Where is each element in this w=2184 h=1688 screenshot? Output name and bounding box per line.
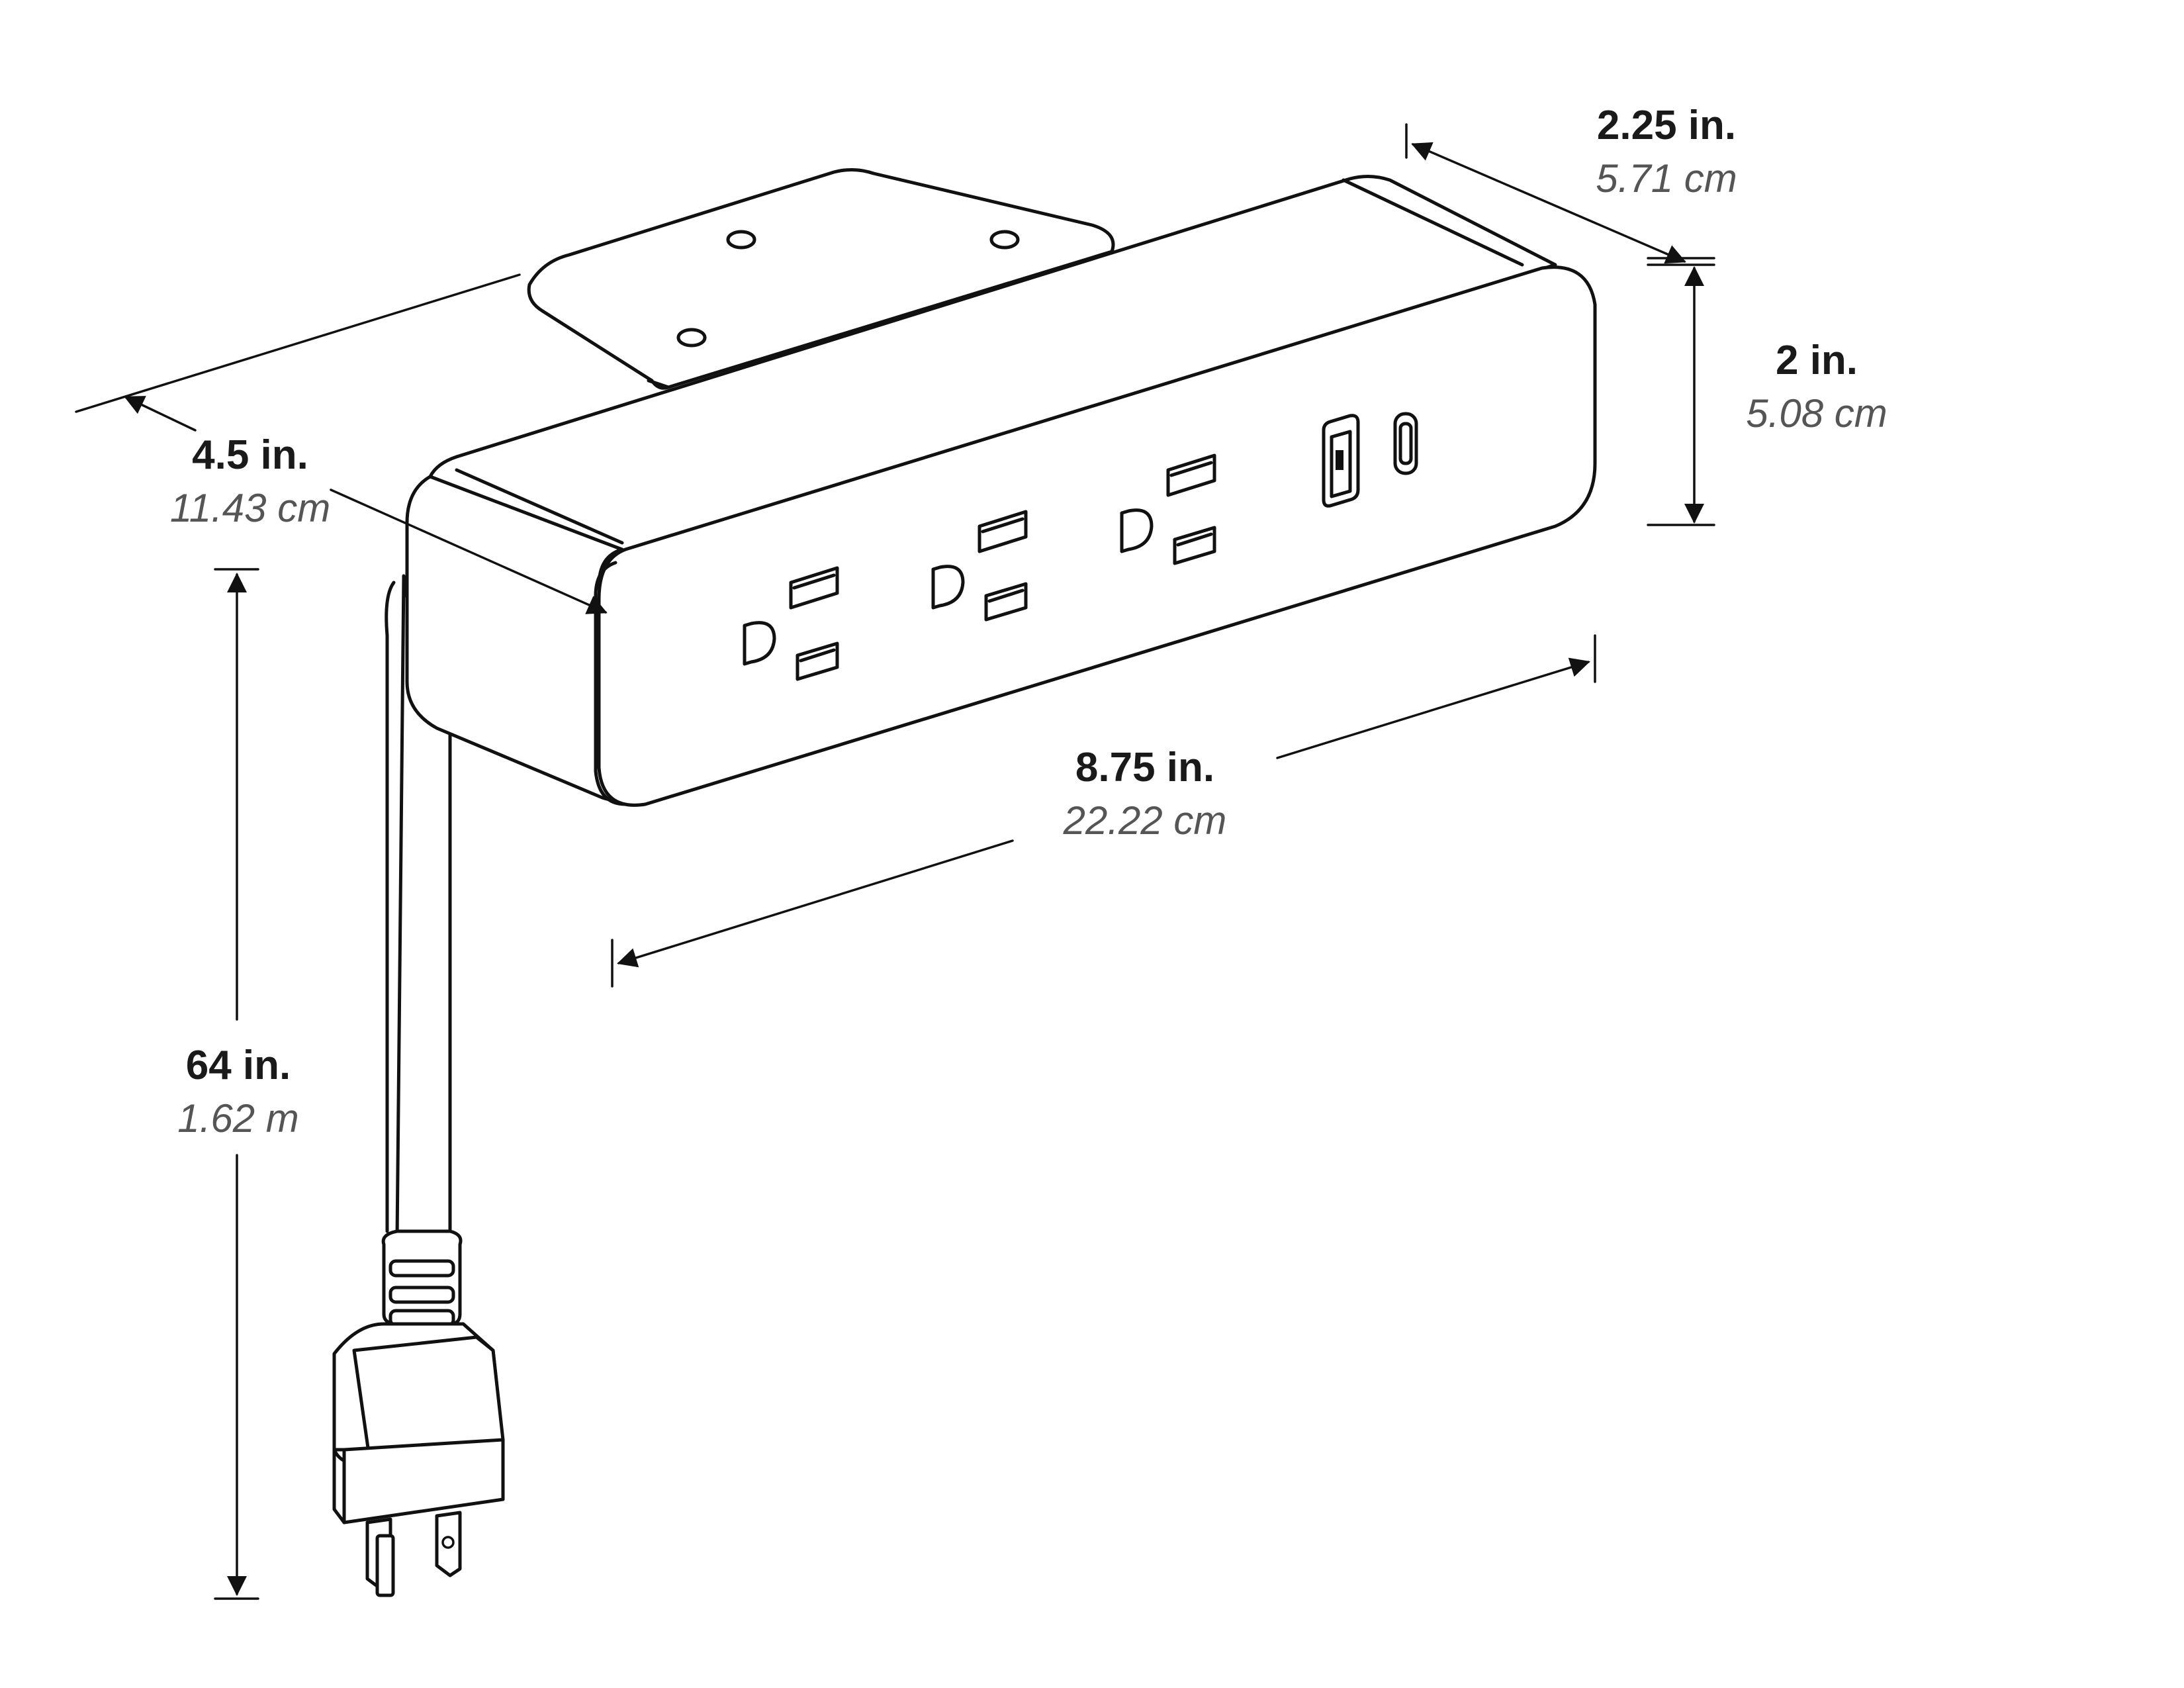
dimension-lines xyxy=(75,123,1715,1600)
cord-imperial: 64 in. xyxy=(186,1043,291,1088)
power-strip-body xyxy=(405,175,1597,807)
dimension-width-label: 4.5 in. 11.43 cm xyxy=(170,432,330,530)
cord-metric: 1.62 m xyxy=(177,1096,298,1141)
width-imperial: 4.5 in. xyxy=(192,432,308,478)
height-imperial: 2 in. xyxy=(1776,338,1858,383)
bracket-screw-hole xyxy=(676,328,707,348)
mounting-bracket xyxy=(527,168,1115,390)
length-imperial: 8.75 in. xyxy=(1075,745,1214,790)
depth-imperial: 2.25 in. xyxy=(1597,103,1736,148)
dimension-length-label: 8.75 in. 22.22 cm xyxy=(1063,745,1227,843)
depth-metric: 5.71 cm xyxy=(1596,156,1737,201)
width-metric: 11.43 cm xyxy=(170,486,330,530)
usb-c-port xyxy=(1393,412,1418,475)
height-metric: 5.08 cm xyxy=(1746,391,1887,436)
length-metric: 22.22 cm xyxy=(1063,798,1227,843)
dimension-depth-label: 2.25 in. 5.71 cm xyxy=(1596,103,1737,201)
bracket-screw-hole xyxy=(726,230,756,250)
ac-outlet-2 xyxy=(931,510,1028,622)
ac-outlet-1 xyxy=(743,566,839,681)
dimension-height-label: 2 in. 5.08 cm xyxy=(1746,338,1887,436)
dimension-cord-label: 64 in. 1.62 m xyxy=(177,1043,298,1141)
bracket-screw-hole xyxy=(989,230,1020,250)
usb-a-port xyxy=(1322,414,1360,508)
power-plug xyxy=(332,1229,505,1597)
ac-outlet-3 xyxy=(1120,453,1216,565)
